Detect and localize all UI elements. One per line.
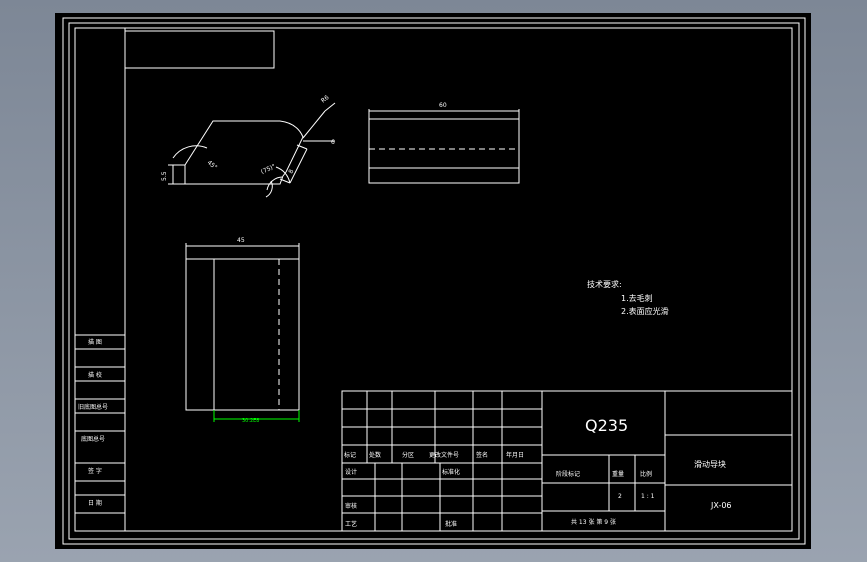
- left-strip-table: [74, 334, 126, 532]
- drawing-number: JX-06: [710, 501, 732, 510]
- weight-value: 2: [618, 493, 622, 500]
- dim-angle-1: 45°: [206, 159, 219, 171]
- scale-value: 1 : 1: [641, 493, 655, 500]
- material-label: Q235: [585, 416, 628, 435]
- hdr-scale: 比例: [640, 470, 652, 478]
- title-block: [341, 390, 793, 532]
- sheet-count: 共 13 张 第 9 张: [571, 518, 616, 526]
- hdr-date: 年月日: [506, 451, 524, 459]
- strip-label-sign: 签 字: [88, 467, 102, 475]
- inner-frame-outer: [68, 22, 800, 540]
- hdr-review: 审核: [345, 502, 357, 510]
- drawing-viewport[interactable]: 描 图 描 校 旧底图总号 底图总号 签 字 日 期 R6 6 5.5 45° …: [55, 13, 811, 549]
- strip-label-trace: 描 图: [88, 338, 102, 346]
- outer-frame: [62, 17, 806, 545]
- dim-top-length: 60: [439, 102, 447, 109]
- code-box: [125, 30, 275, 69]
- tech-req-title: 技术要求:: [587, 279, 622, 289]
- strip-label-old-no: 旧底图总号: [78, 403, 108, 411]
- hdr-standardize: 标准化: [442, 468, 460, 476]
- dim-hole: 30.2E8: [242, 418, 259, 424]
- dim-slot: 8: [287, 168, 295, 175]
- hdr-approve: 批准: [445, 520, 457, 528]
- dim-left-height: 5.5: [161, 171, 168, 181]
- hdr-weight: 重量: [612, 470, 624, 478]
- hdr-stage-mark: 阶段标记: [556, 470, 580, 478]
- part-name: 滑动导块: [694, 459, 726, 469]
- profile-view: [168, 102, 336, 198]
- dim-radius: R6: [320, 94, 331, 105]
- tech-req-item-1: 1.去毛刺: [621, 293, 653, 303]
- dim-front-width: 45: [237, 237, 245, 244]
- dim-angle-2: (75)°: [260, 163, 277, 176]
- hdr-signature: 签名: [476, 451, 488, 459]
- hdr-change-doc: 更改文件号: [429, 451, 459, 459]
- cad-drawing: 描 图 描 校 旧底图总号 底图总号 签 字 日 期 R6 6 5.5 45° …: [62, 17, 806, 545]
- hdr-count: 处数: [369, 451, 381, 459]
- strip-label-base-no: 底图总号: [81, 435, 105, 443]
- top-view: [368, 109, 520, 184]
- hdr-process: 工艺: [345, 520, 357, 528]
- hdr-zone: 分区: [402, 451, 414, 459]
- hdr-design: 设计: [345, 468, 357, 476]
- strip-label-check: 描 校: [88, 371, 102, 379]
- dim-depth: 6: [331, 139, 335, 146]
- hdr-mark: 标记: [344, 451, 356, 459]
- strip-label-date: 日 期: [88, 499, 102, 507]
- front-view: [185, 243, 300, 422]
- tech-req-item-2: 2.表面应光滑: [621, 306, 669, 316]
